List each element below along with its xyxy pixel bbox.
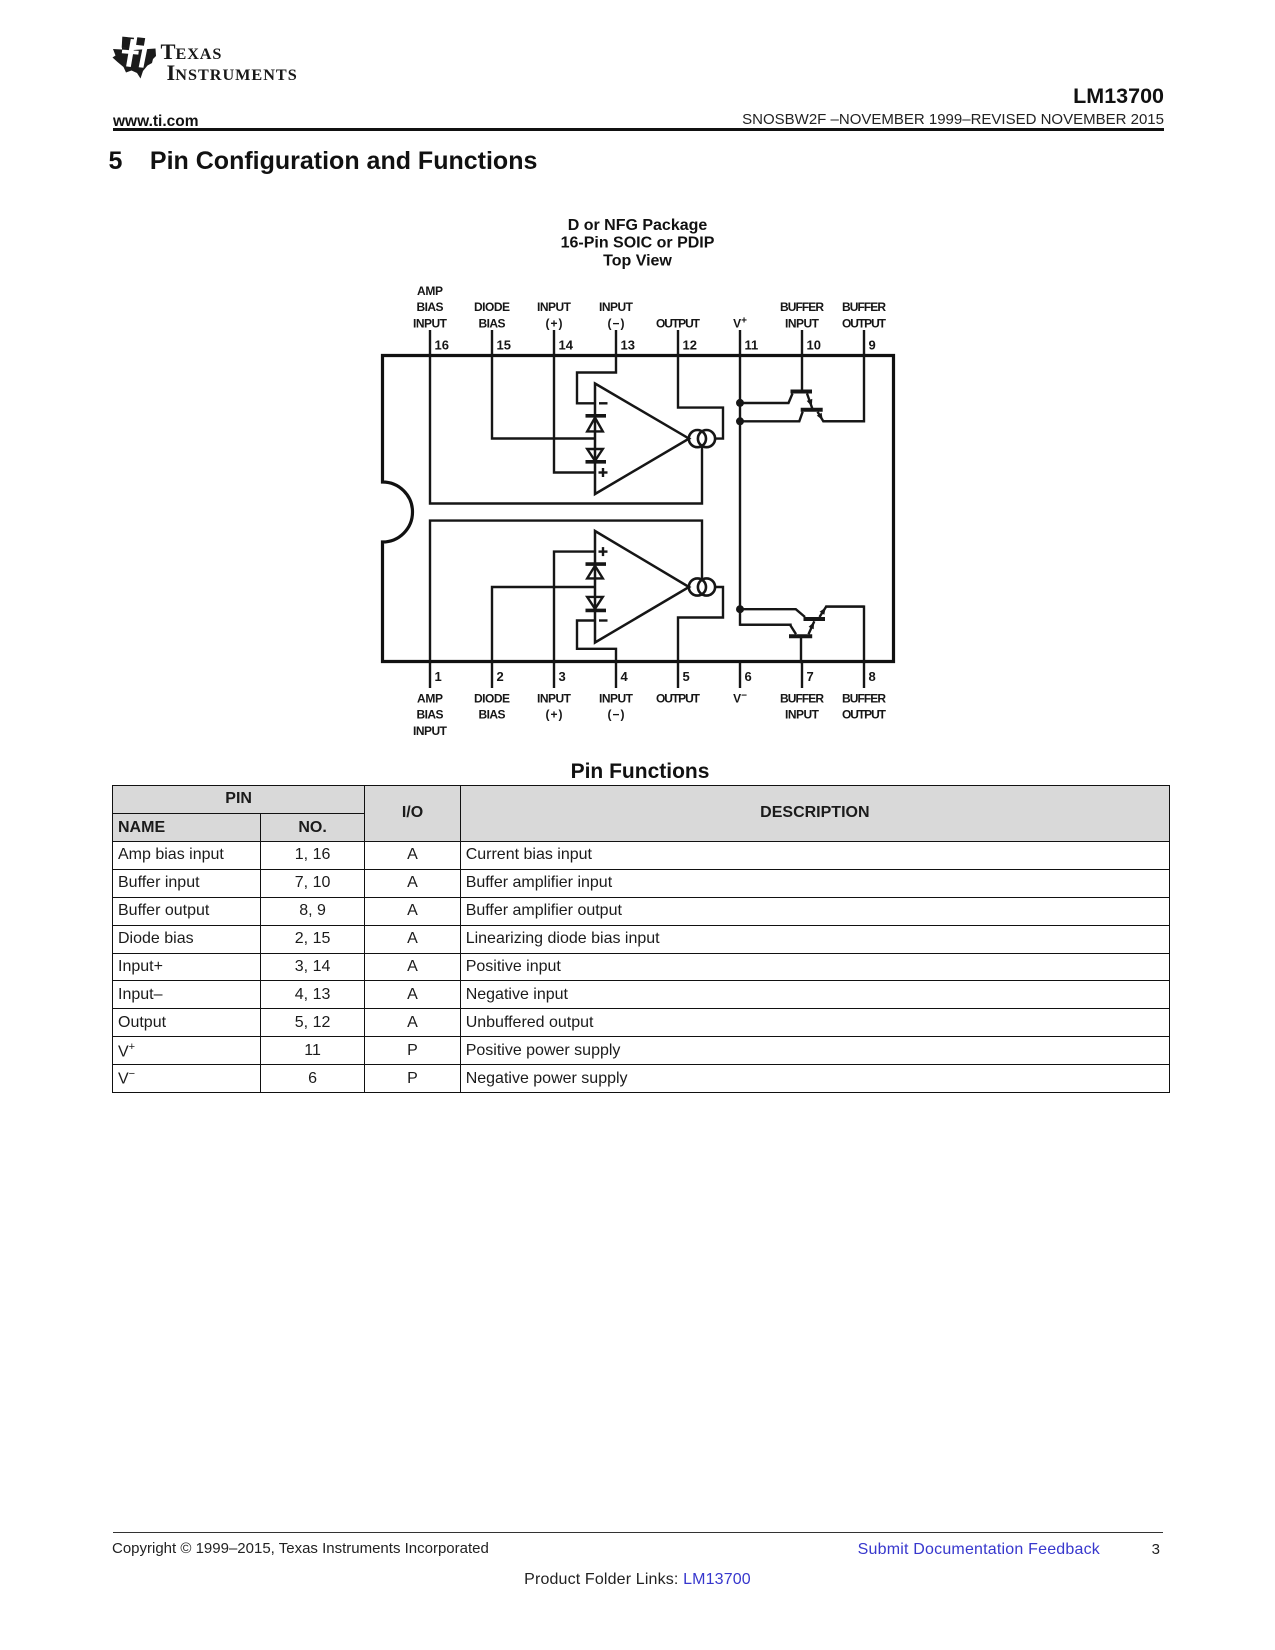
svg-text:BIAS: BIAS (417, 300, 444, 314)
svg-text:OUTPUT: OUTPUT (656, 692, 701, 706)
svg-text:V−: V− (733, 691, 747, 706)
svg-text:AMP: AMP (417, 692, 443, 706)
svg-text:AMP: AMP (417, 284, 443, 298)
svg-text:INPUT: INPUT (537, 692, 572, 706)
svg-text:3: 3 (559, 669, 566, 684)
svg-text:(+): (+) (546, 708, 563, 722)
svg-text:15: 15 (497, 338, 511, 353)
svg-text:V+: V+ (733, 316, 747, 331)
svg-text:DIODE: DIODE (474, 692, 510, 706)
svg-text:9: 9 (869, 338, 876, 353)
svg-text:16: 16 (435, 338, 449, 353)
svg-text:(−): (−) (608, 708, 625, 722)
svg-text:(+): (+) (546, 317, 563, 331)
svg-text:(−): (−) (608, 317, 625, 331)
svg-text:OUTPUT: OUTPUT (842, 708, 887, 722)
svg-text:13: 13 (621, 338, 635, 353)
svg-text:11: 11 (745, 338, 759, 353)
svg-text:BIAS: BIAS (417, 708, 444, 722)
svg-text:BUFFER: BUFFER (780, 300, 824, 314)
svg-text:INPUT: INPUT (413, 724, 448, 738)
svg-text:BIAS: BIAS (479, 708, 506, 722)
svg-text:BUFFER: BUFFER (842, 692, 886, 706)
svg-text:4: 4 (621, 669, 629, 684)
svg-text:5: 5 (683, 669, 690, 684)
svg-text:12: 12 (683, 338, 697, 353)
svg-text:BUFFER: BUFFER (780, 692, 824, 706)
svg-text:INPUT: INPUT (785, 708, 820, 722)
svg-text:DIODE: DIODE (474, 300, 510, 314)
svg-text:INPUT: INPUT (413, 317, 448, 331)
svg-text:1: 1 (435, 669, 442, 684)
svg-text:BIAS: BIAS (479, 317, 506, 331)
svg-text:OUTPUT: OUTPUT (842, 317, 887, 331)
svg-text:OUTPUT: OUTPUT (656, 317, 701, 331)
svg-text:BUFFER: BUFFER (842, 300, 886, 314)
svg-text:INPUT: INPUT (599, 300, 634, 314)
svg-text:INPUT: INPUT (785, 317, 820, 331)
svg-text:D or NFG Package: D or NFG Package (568, 217, 708, 234)
svg-text:8: 8 (869, 669, 876, 684)
svg-text:7: 7 (807, 669, 814, 684)
svg-text:10: 10 (807, 338, 821, 353)
svg-text:16-Pin SOIC or PDIP: 16-Pin SOIC or PDIP (561, 235, 715, 252)
svg-text:2: 2 (497, 669, 504, 684)
svg-text:6: 6 (745, 669, 752, 684)
svg-text:14: 14 (559, 338, 574, 353)
svg-text:INPUT: INPUT (599, 692, 634, 706)
svg-text:INPUT: INPUT (537, 300, 572, 314)
svg-text:Top View: Top View (603, 253, 672, 270)
